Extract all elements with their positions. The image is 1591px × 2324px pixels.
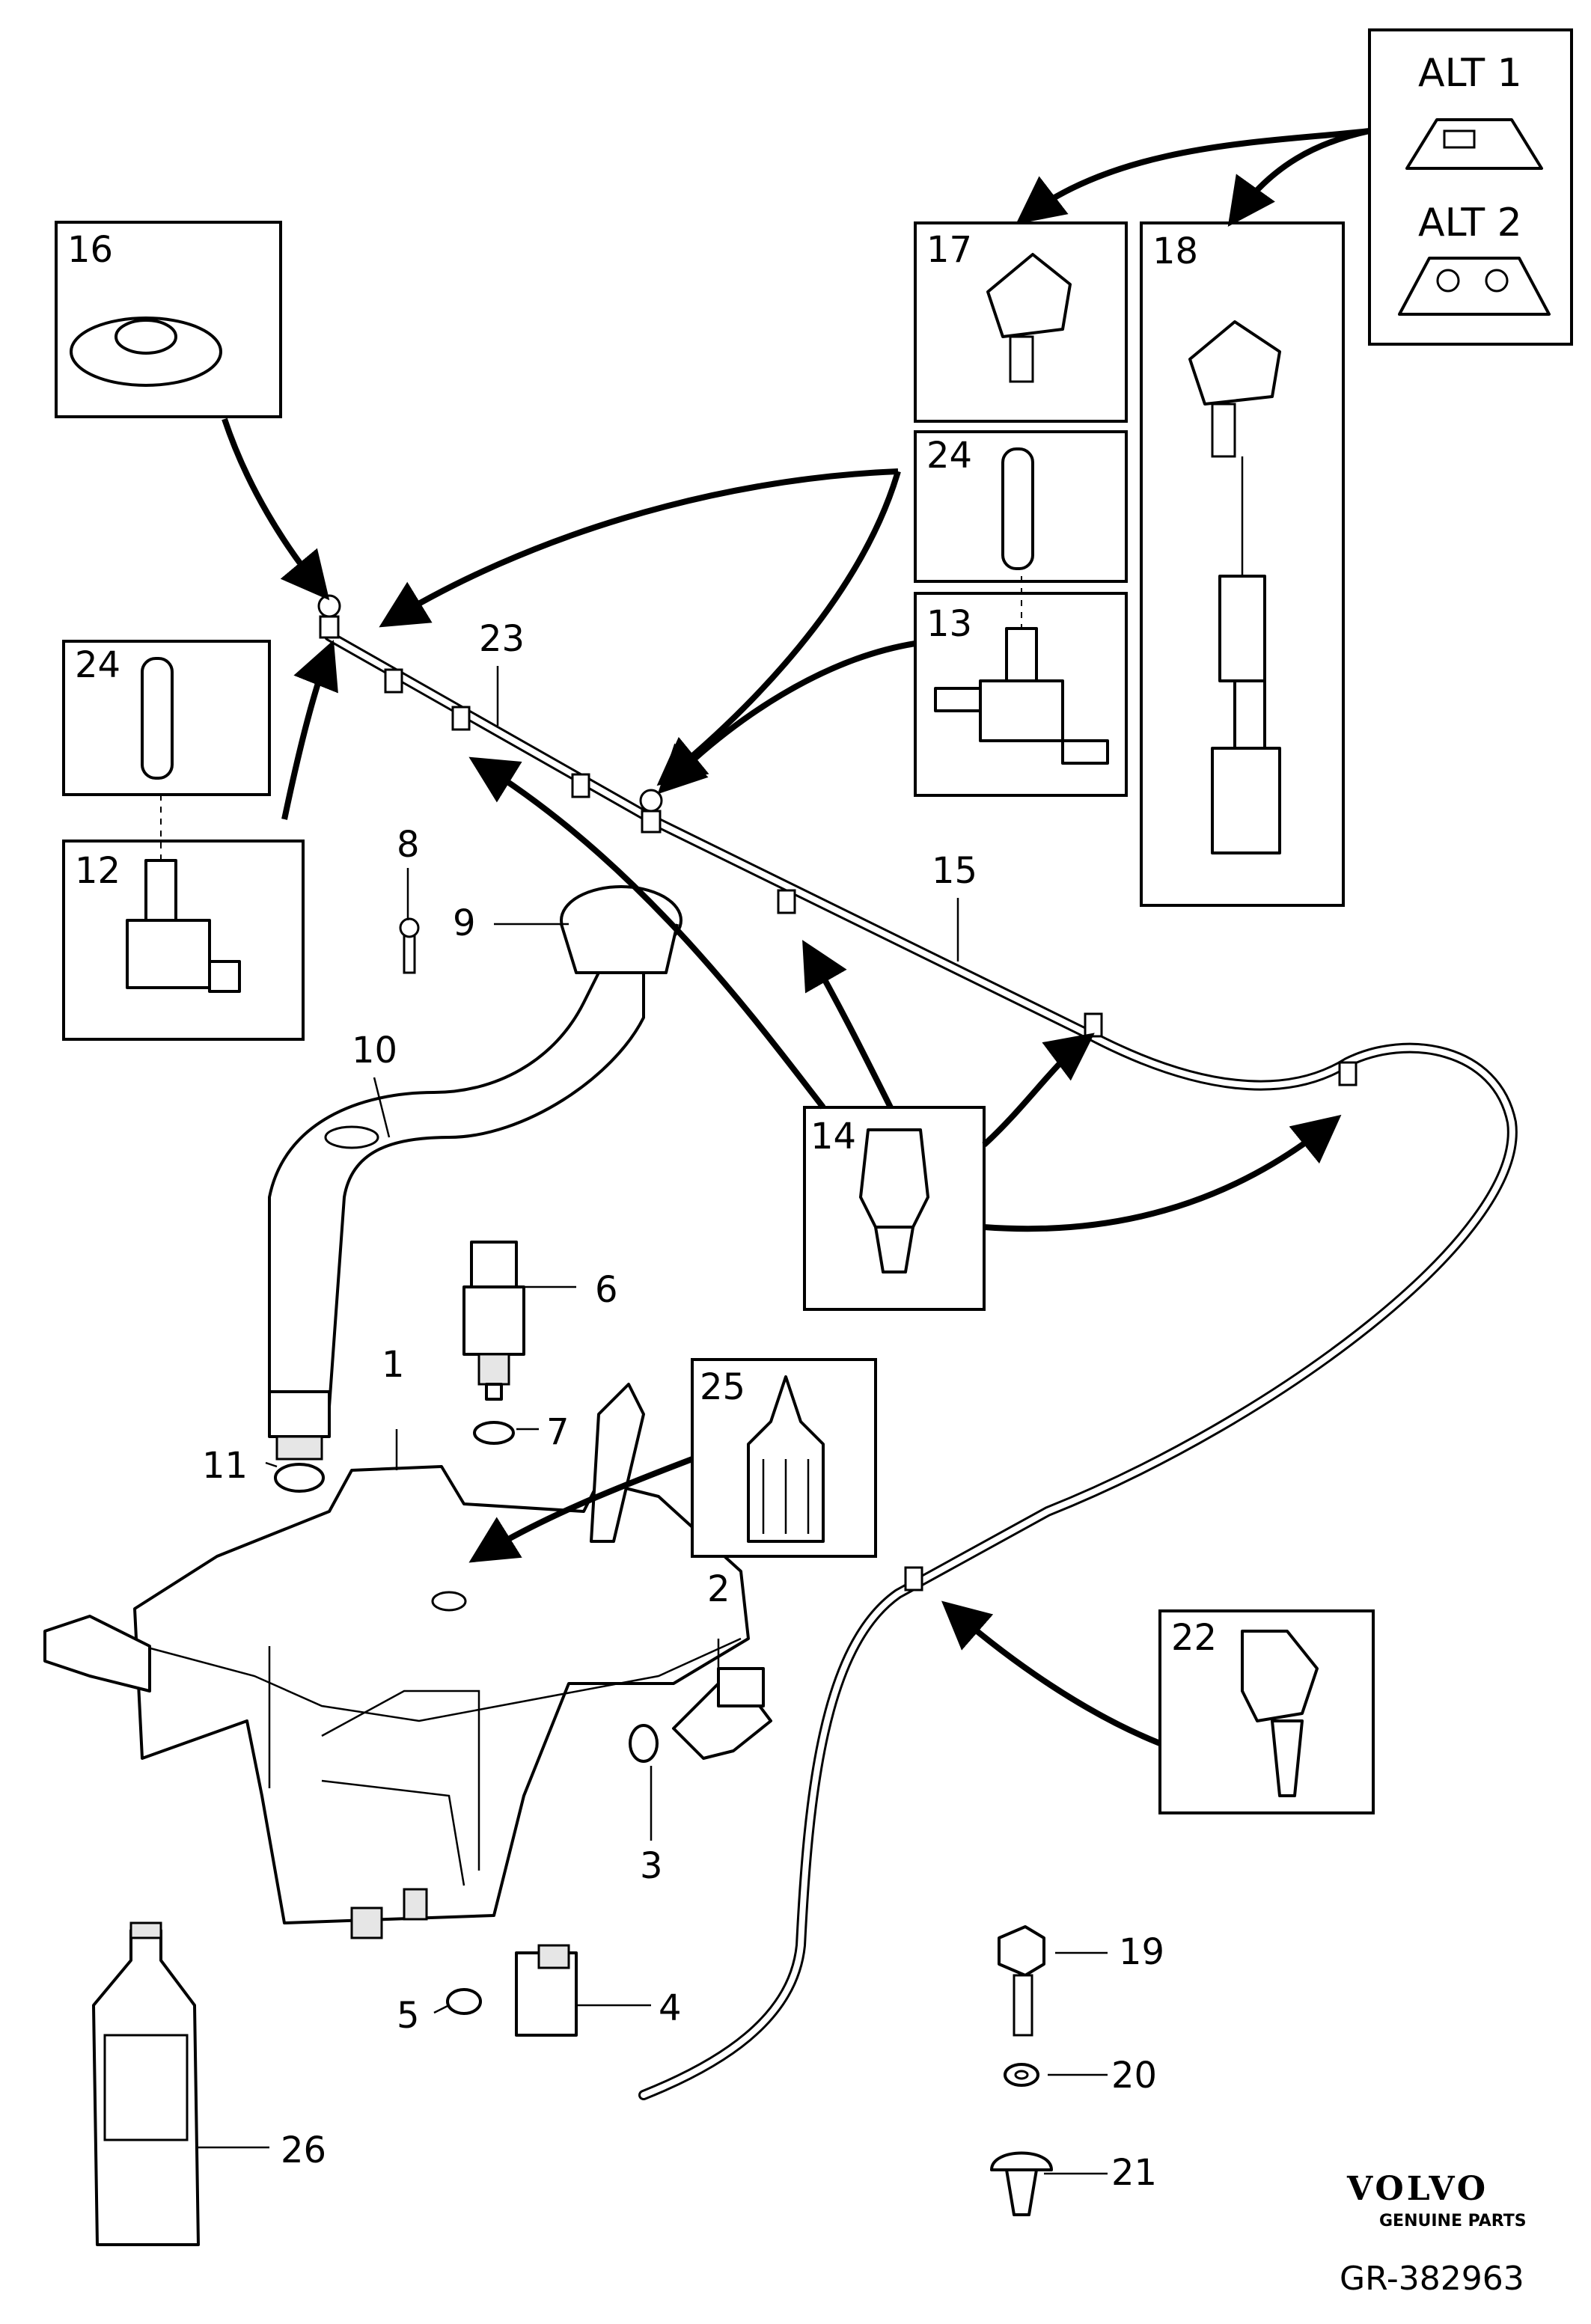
callout-20: 20 (1111, 2055, 1157, 2097)
logo-brand: VOLVO (1346, 2170, 1488, 2208)
hardware (990, 1925, 1053, 2216)
box-22 (1158, 1609, 1375, 1814)
callout-3: 3 (640, 1845, 663, 1887)
washer-pump-6 (462, 1241, 525, 1401)
box-24-left (62, 640, 271, 796)
washer-hose (317, 594, 1518, 2100)
leader-lines (198, 666, 1108, 2175)
callout-12: 12 (75, 850, 120, 892)
box-18 (1140, 221, 1345, 907)
box-14 (803, 1106, 986, 1311)
volvo-logo: VOLVO GENUINE PARTS (1346, 2170, 1527, 2230)
callout-10: 10 (352, 1030, 397, 1071)
callout-9: 9 (453, 902, 476, 944)
box-17 (914, 221, 1128, 423)
callout-17: 17 (926, 229, 972, 271)
callout-24-left: 24 (75, 644, 120, 686)
callout-1: 1 (382, 1344, 405, 1386)
callout-numbers: 1 2 3 4 5 6 7 8 9 10 11 12 13 14 15 16 1… (67, 229, 1217, 2194)
callout-5: 5 (397, 1995, 420, 2037)
callout-4: 4 (659, 1987, 682, 2029)
diagram-code: GR-382963 (1340, 2260, 1524, 2298)
alt1-label: ALT 1 (1418, 51, 1522, 96)
washer-fluid-bottle (92, 1921, 200, 2246)
callout-25: 25 (700, 1366, 745, 1408)
alt-box: ALT 1 ALT 2 (1368, 28, 1573, 346)
callout-7: 7 (546, 1411, 569, 1453)
pointer-arrows (222, 128, 1370, 1746)
callout-23: 23 (479, 618, 525, 660)
alt2-label: ALT 2 (1418, 201, 1522, 245)
box-24-upper (914, 430, 1128, 583)
callout-21: 21 (1111, 2152, 1157, 2194)
callout-6: 6 (595, 1269, 618, 1311)
callout-8: 8 (397, 824, 420, 866)
filler-pipe (268, 885, 682, 1461)
callout-14: 14 (810, 1116, 856, 1158)
callout-19: 19 (1119, 1931, 1164, 1973)
callout-13: 13 (926, 603, 972, 645)
washer-reservoir (43, 1383, 750, 1939)
logo-sub: GENUINE PARTS (1379, 2212, 1527, 2230)
box-25 (691, 1358, 877, 1558)
callout-22: 22 (1171, 1617, 1217, 1659)
callout-26: 26 (281, 2129, 326, 2171)
callout-15: 15 (932, 850, 977, 892)
callout-2: 2 (707, 1568, 730, 1610)
callout-24-upper: 24 (926, 435, 972, 477)
callout-11: 11 (202, 1445, 248, 1487)
washer-pump-4 (446, 1944, 578, 2037)
box-13 (914, 576, 1128, 797)
box-12 (62, 795, 305, 1041)
callout-18: 18 (1152, 230, 1198, 272)
box-16 (55, 221, 282, 418)
level-sensor (629, 1667, 772, 1763)
callout-16: 16 (67, 229, 113, 271)
